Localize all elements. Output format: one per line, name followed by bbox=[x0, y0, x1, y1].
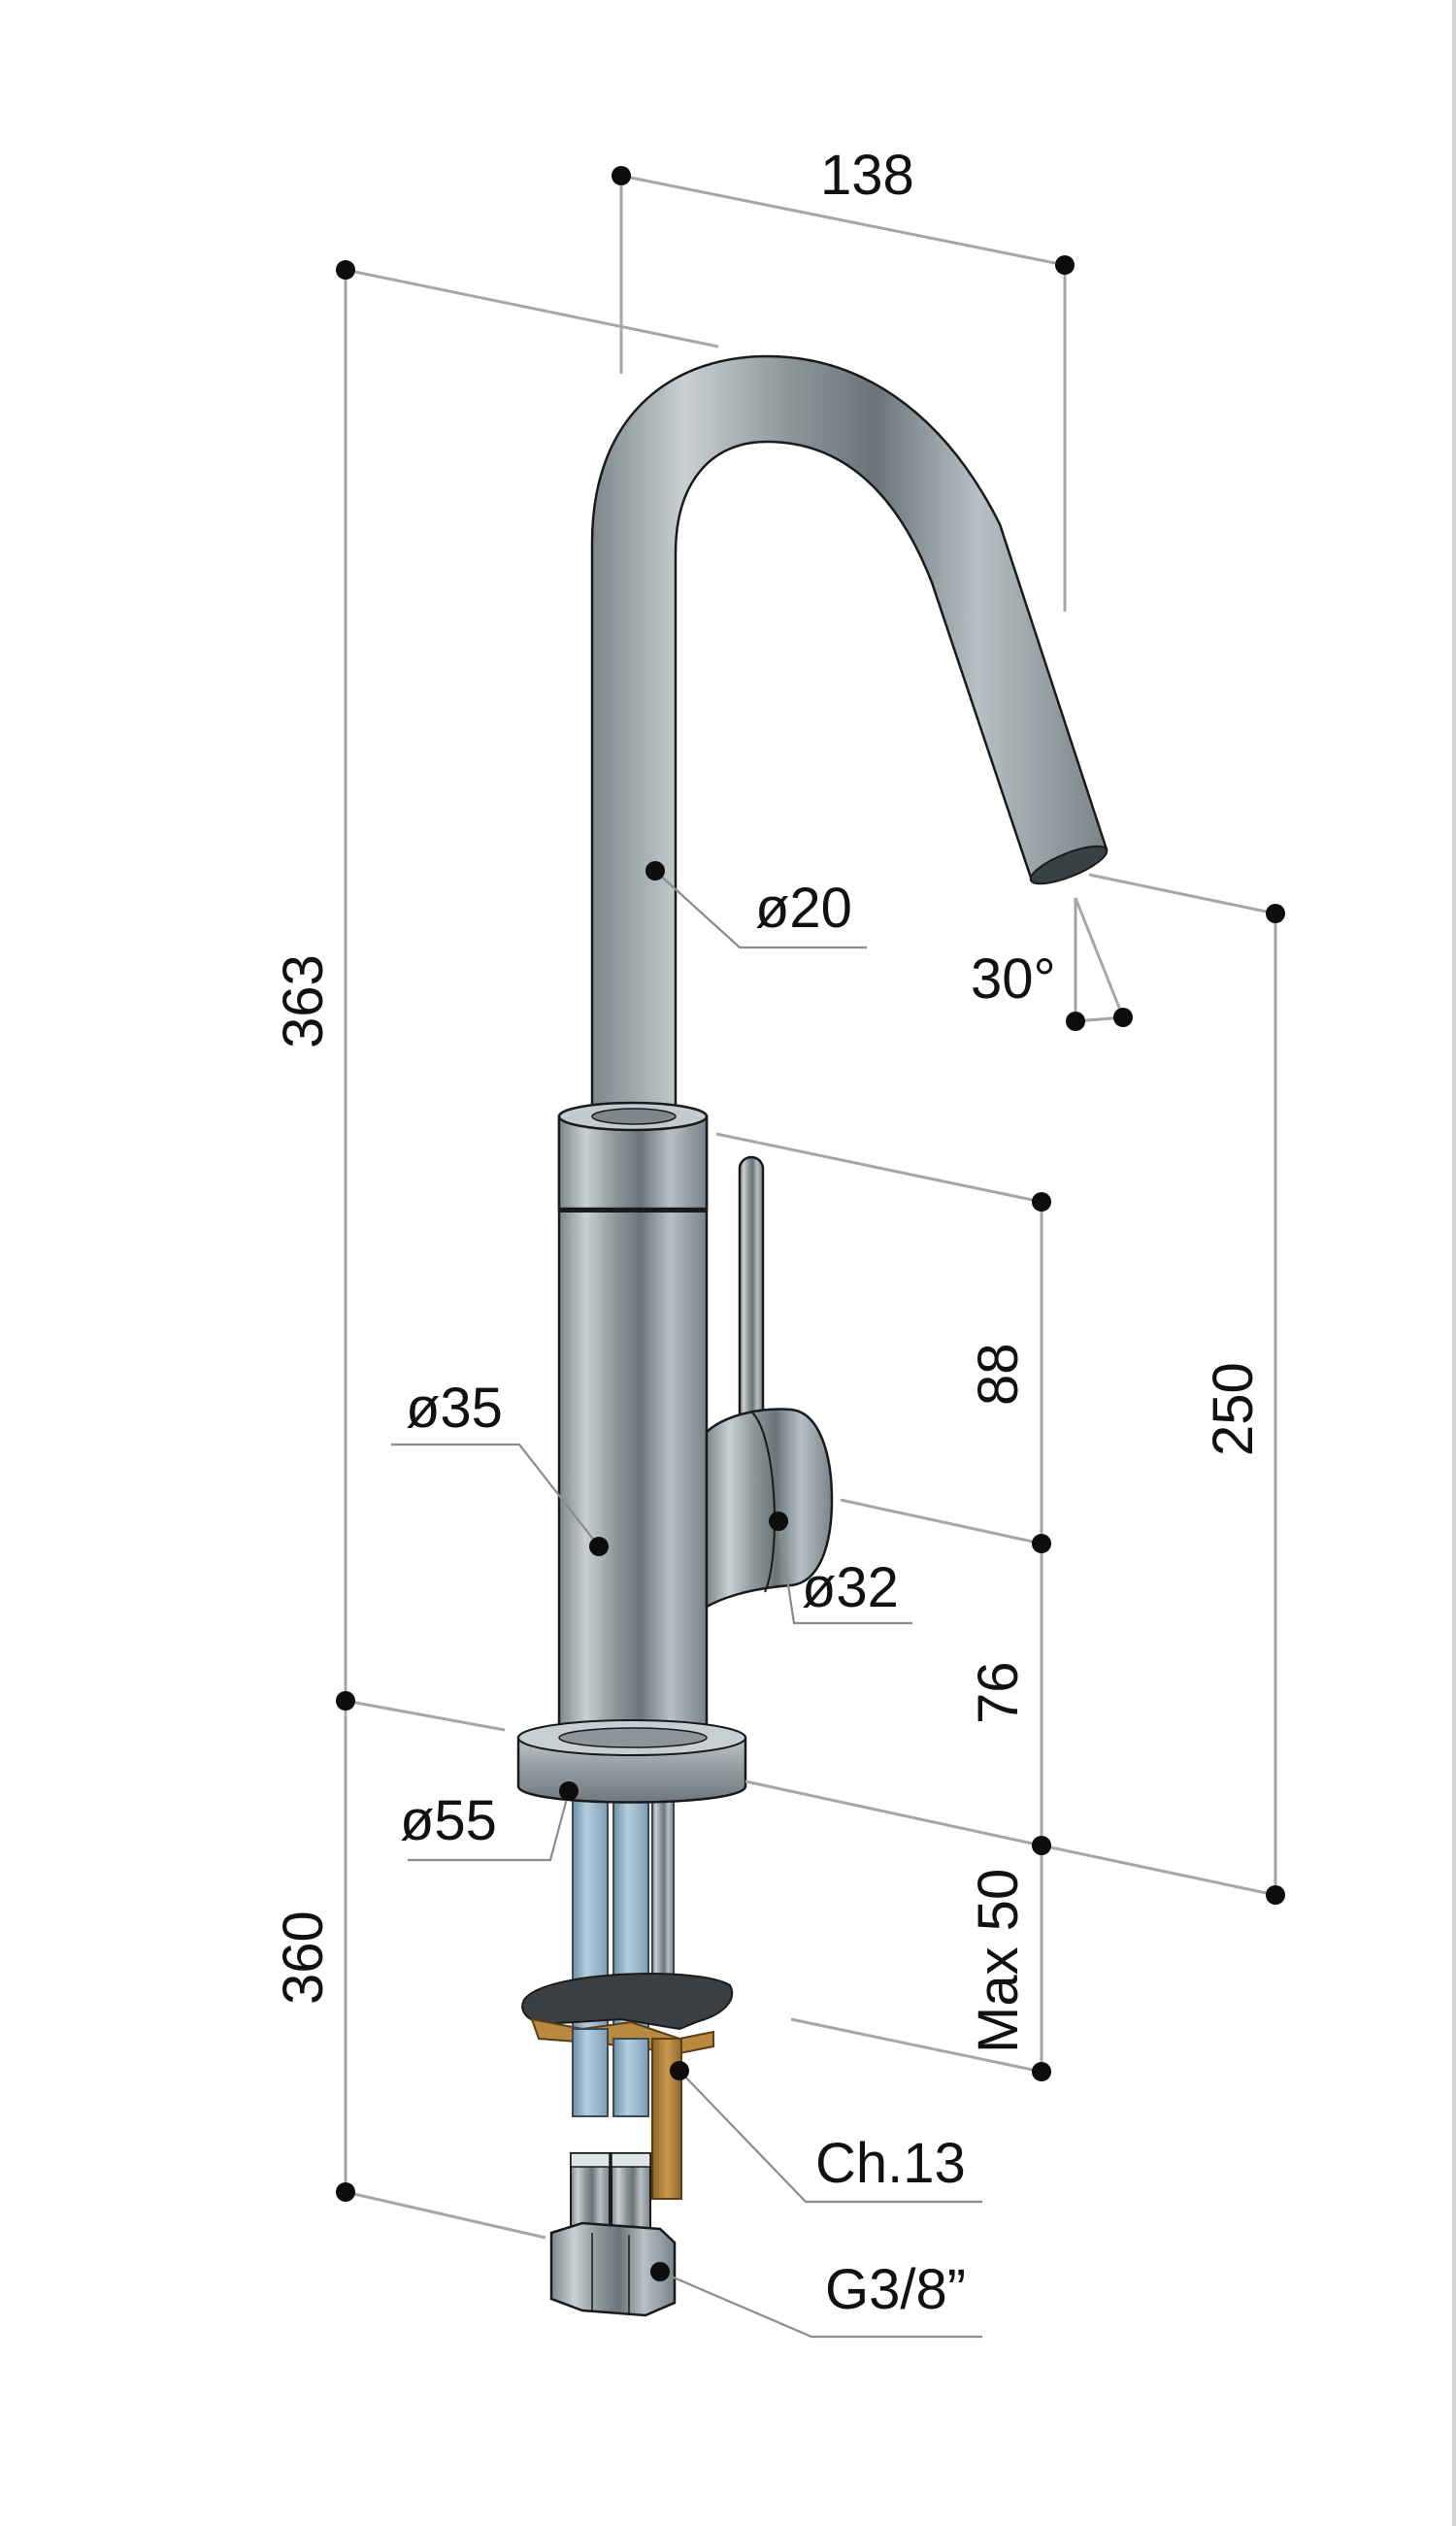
mounting-gasket bbox=[521, 1973, 734, 2031]
label-connection-thread: G3/8” bbox=[825, 2258, 966, 2321]
label-hose-length: 360 bbox=[272, 1911, 335, 2005]
label-body-diameter: ø35 bbox=[406, 1377, 503, 1440]
spout-outlet bbox=[1029, 845, 1109, 885]
label-spout-reach: 138 bbox=[820, 144, 914, 207]
label-spout-diameter: ø20 bbox=[755, 877, 852, 940]
label-spout-angle: 30° bbox=[971, 947, 1056, 1011]
label-nut-size: Ch.13 bbox=[815, 2132, 966, 2195]
connection-nut bbox=[549, 2221, 677, 2317]
page-edge-border bbox=[1452, 0, 1456, 2526]
spout-pipe bbox=[590, 354, 1109, 1118]
faucet-illustration bbox=[516, 354, 1109, 2317]
dimension-labels: 138 363 ø20 30° ø35 ø32 88 76 250 ø55 Ma… bbox=[272, 144, 1265, 2321]
label-lever-height: 88 bbox=[967, 1343, 1030, 1406]
dimension-lines bbox=[344, 174, 1277, 2339]
handle-cylinder bbox=[705, 1408, 834, 1610]
label-handle-diameter: ø32 bbox=[802, 1556, 899, 1619]
dimension-dots bbox=[336, 166, 1285, 2281]
label-outlet-height: 250 bbox=[1202, 1362, 1265, 1456]
label-flange-diameter: ø55 bbox=[400, 1789, 497, 1852]
label-max-deck-thickness: Max 50 bbox=[967, 1869, 1030, 2053]
lever-rod bbox=[738, 1155, 765, 1431]
body-column bbox=[557, 1114, 709, 1740]
label-total-height: 363 bbox=[272, 954, 335, 1048]
hose-middle bbox=[651, 1795, 675, 2001]
label-handle-height: 76 bbox=[967, 1661, 1030, 1724]
